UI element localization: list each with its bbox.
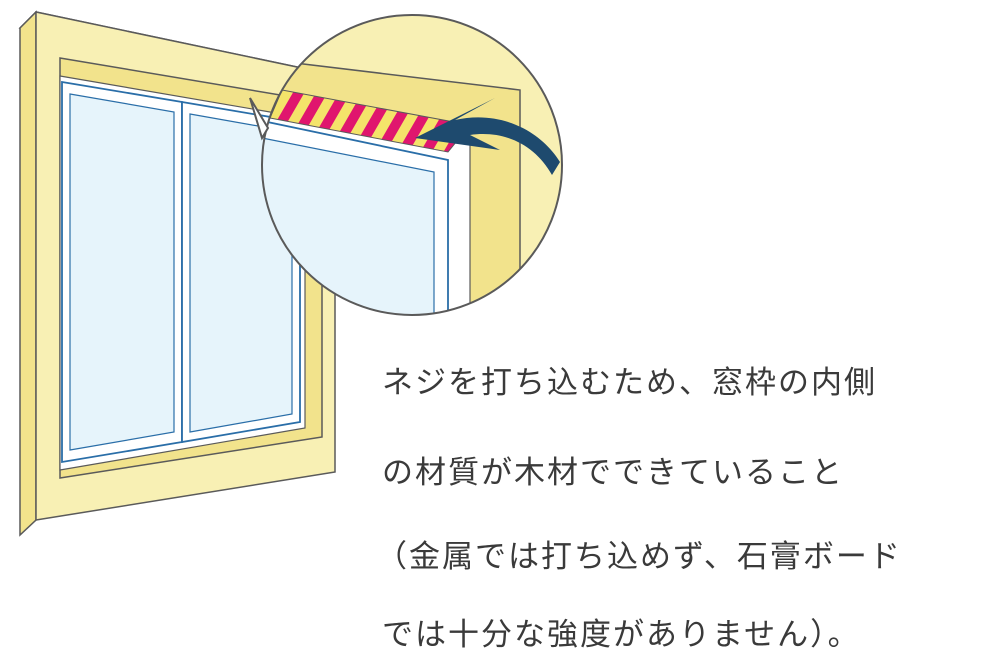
caption-line-4: では十分な強度がありません）。 [382,617,861,653]
magnifier-circle [261,14,563,316]
arrow-icon [415,98,560,175]
window-frame-side [19,10,37,537]
caption-line-1: ネジを打ち込むため、窓枠の内側 [382,365,877,401]
magnifier-pointer [249,97,270,141]
left-glass [69,93,175,451]
magnifier-contents [262,15,562,315]
caption-line-2: の材質が木材でできていること [382,455,844,491]
caption-line-3: （金属では打ち込めず、石膏ボード [376,539,902,575]
